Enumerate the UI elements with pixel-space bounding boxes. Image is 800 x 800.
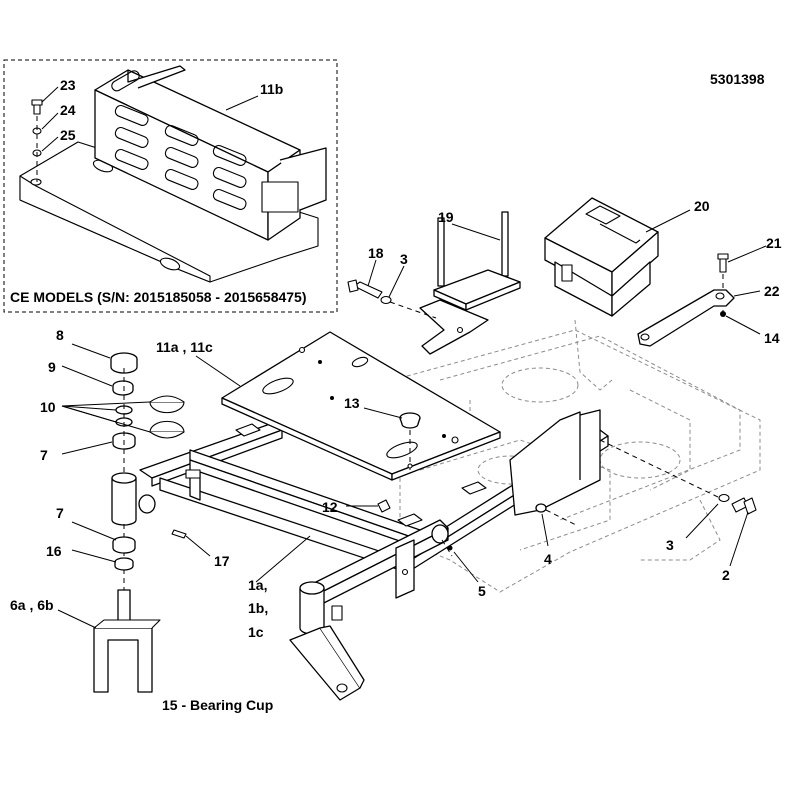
- label-23: 23: [60, 77, 76, 93]
- label-11a-11c: 11a , 11c: [156, 339, 213, 355]
- ce-models-inset: 23 24 25 11b CE MODELS (S/N: 2015185058 …: [3, 59, 338, 313]
- label-1b: 1b,: [248, 600, 268, 616]
- label-3-lower: 3: [666, 537, 674, 553]
- main-frame: [138, 409, 609, 611]
- battery-bracket: [419, 211, 521, 355]
- label-7-lower: 7: [56, 505, 64, 521]
- label-5: 5: [478, 583, 486, 599]
- bearing-cup-note: 15 - Bearing Cup: [162, 697, 273, 713]
- label-6a-6b: 6a , 6b: [10, 597, 54, 613]
- label-7-upper: 7: [40, 447, 48, 463]
- label-3-upper: 3: [400, 251, 408, 267]
- label-24: 24: [60, 102, 76, 118]
- label-4: 4: [544, 551, 552, 567]
- label-20: 20: [694, 198, 710, 214]
- callout-labels: 20 19 18 3 21 22 14 8 11a , 11c 9 10 13 …: [10, 198, 782, 713]
- label-10: 10: [40, 399, 56, 415]
- label-1c: 1c: [248, 624, 264, 640]
- label-13: 13: [344, 395, 360, 411]
- label-14: 14: [764, 330, 780, 346]
- label-18: 18: [368, 245, 384, 261]
- label-8: 8: [56, 327, 64, 343]
- battery-box: [544, 197, 659, 317]
- label-17: 17: [214, 553, 230, 569]
- label-2: 2: [722, 567, 730, 583]
- label-19: 19: [438, 209, 454, 225]
- label-16: 16: [46, 543, 62, 559]
- label-25: 25: [60, 127, 76, 143]
- label-21: 21: [766, 235, 782, 251]
- left-caster: [93, 352, 185, 693]
- leader-lines: [57, 209, 767, 629]
- label-22: 22: [764, 283, 780, 299]
- label-12: 12: [322, 499, 338, 515]
- inset-caption: CE MODELS (S/N: 2015185058 - 2015658475): [10, 289, 307, 305]
- label-1a: 1a,: [248, 577, 267, 593]
- right-caster: [289, 581, 365, 701]
- label-9: 9: [48, 359, 56, 375]
- seat-plate: [221, 331, 501, 481]
- part-number: 5301398: [710, 71, 765, 87]
- hardware: [171, 253, 757, 557]
- label-11b: 11b: [260, 81, 283, 97]
